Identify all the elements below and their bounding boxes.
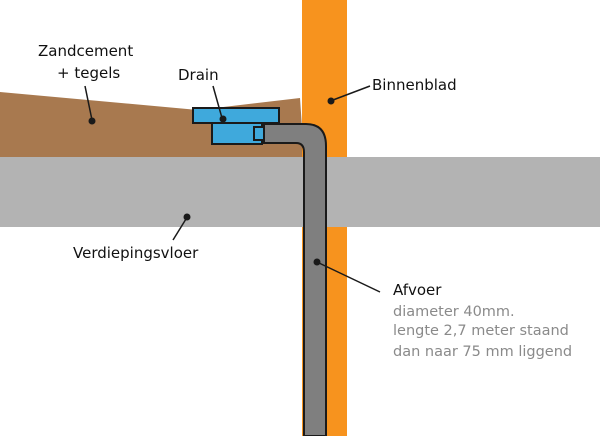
leader-afvoer	[318, 262, 381, 293]
leader-dot-afvoer	[313, 258, 321, 266]
label-verdiepingsvloer: Verdiepingsvloer	[73, 244, 199, 262]
leader-dot-binnenblad	[327, 97, 335, 105]
label-afvoer-detail-2: lengte 2,7 meter staand	[393, 323, 569, 339]
leader-zandcement	[84, 85, 93, 121]
label-drain: Drain	[178, 66, 219, 84]
leader-drain	[212, 85, 223, 119]
label-afvoer: Afvoer	[393, 281, 442, 299]
label-zandcement-line1: Zandcement	[38, 42, 133, 60]
label-afvoer-detail-1: diameter 40mm.	[393, 304, 515, 320]
label-binnenblad: Binnenblad	[372, 76, 457, 94]
floor-slab	[0, 157, 600, 227]
label-zandcement-line2: + tegels	[57, 64, 120, 82]
leader-dot-verdiepingsvloer	[183, 213, 191, 221]
leader-binnenblad	[332, 85, 371, 101]
label-afvoer-detail-3: dan naar 75 mm liggend	[393, 344, 572, 360]
leader-dot-drain	[219, 115, 227, 123]
drain-cap	[192, 107, 280, 124]
leader-dot-zandcement	[88, 117, 96, 125]
drain-pipe	[263, 123, 327, 436]
leader-verdiepingsvloer	[172, 218, 187, 241]
